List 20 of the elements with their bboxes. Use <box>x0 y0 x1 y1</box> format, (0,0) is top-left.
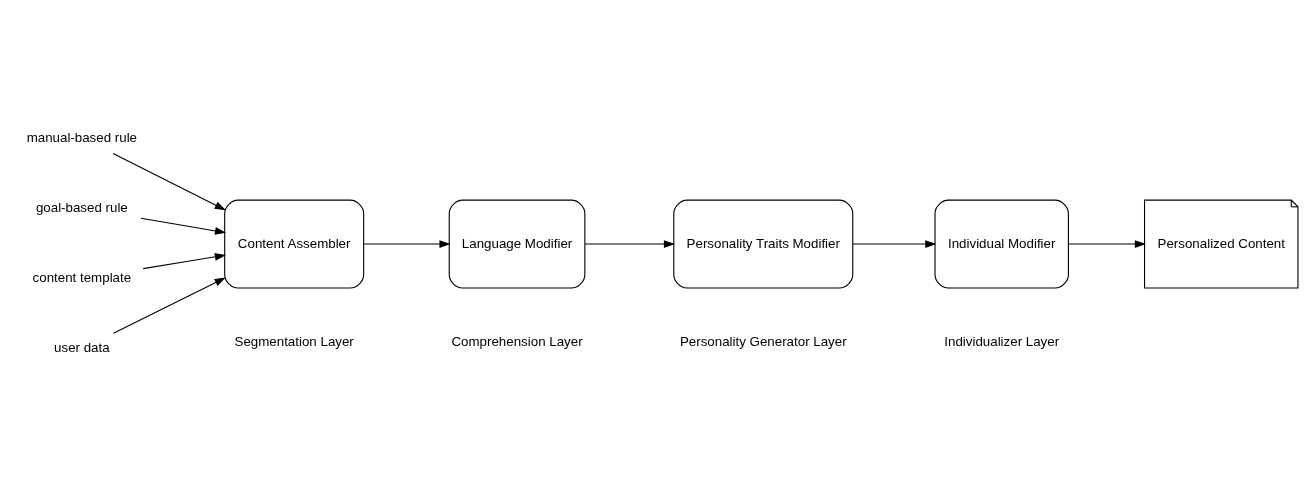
node-text: user data <box>54 339 110 355</box>
node-box: Individual Modifier <box>934 199 1069 289</box>
label: Segmentation Layer <box>234 334 354 350</box>
arrow <box>852 240 937 248</box>
node-text: content template <box>32 269 132 285</box>
node-box: Personality Traits Modifier <box>673 199 854 289</box>
arrow <box>1068 240 1146 248</box>
arrow <box>363 240 451 248</box>
arrow <box>112 277 226 334</box>
label: Individualizer Layer <box>944 334 1060 350</box>
arrow <box>142 253 226 270</box>
arrow <box>140 217 227 235</box>
node-text: manual-based rule <box>26 129 138 145</box>
arrow <box>584 240 676 248</box>
arrow <box>112 153 226 211</box>
node-text: goal-based rule <box>35 199 128 215</box>
node-box: Language Modifier <box>448 199 586 289</box>
node-box: Content Assembler <box>224 199 365 289</box>
label: Comprehension Layer <box>451 334 583 350</box>
label: Personality Generator Layer <box>679 334 847 350</box>
